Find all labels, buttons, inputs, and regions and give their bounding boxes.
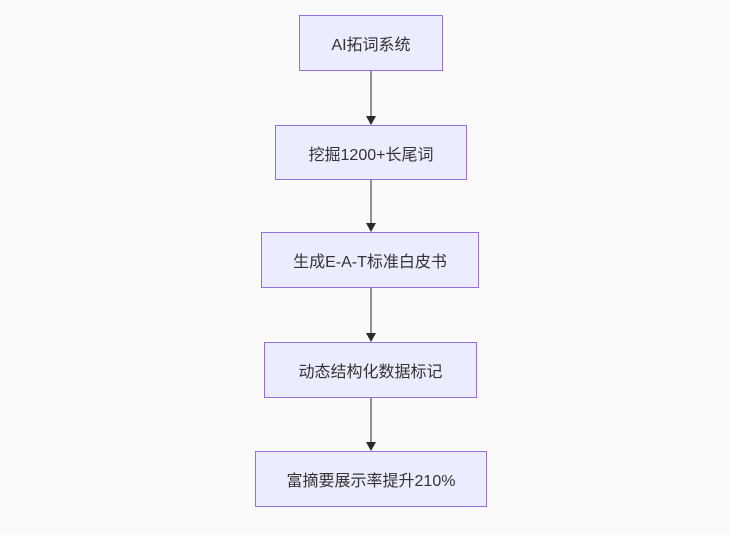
flow-edge-2 — [366, 180, 376, 232]
node-label: 动态结构化数据标记 — [298, 364, 443, 381]
arrow-line — [370, 180, 372, 223]
arrow-line — [370, 398, 372, 442]
arrow-head-icon — [366, 223, 376, 232]
flow-edge-1 — [366, 71, 376, 125]
flow-edge-3 — [366, 288, 376, 342]
node-label: 富摘要展示率提升210% — [286, 473, 456, 490]
arrow-line — [370, 288, 372, 333]
arrow-head-icon — [366, 442, 376, 451]
flow-node-eat-whitepaper: 生成E-A-T标准白皮书 — [261, 232, 479, 288]
flow-node-structured-data: 动态结构化数据标记 — [264, 342, 477, 398]
flow-edge-4 — [366, 398, 376, 451]
flow-node-rich-snippet: 富摘要展示率提升210% — [255, 451, 487, 507]
arrow-line — [370, 71, 372, 116]
node-label: 挖掘1200+长尾词 — [308, 146, 434, 164]
arrow-head-icon — [366, 116, 376, 125]
flow-node-longtail-mining: 挖掘1200+长尾词 — [275, 125, 467, 180]
node-label: 生成E-A-T标准白皮书 — [293, 254, 447, 271]
node-label: AI拓词系统 — [331, 37, 411, 54]
flow-node-ai-word-expansion: AI拓词系统 — [299, 15, 443, 71]
arrow-head-icon — [366, 333, 376, 342]
